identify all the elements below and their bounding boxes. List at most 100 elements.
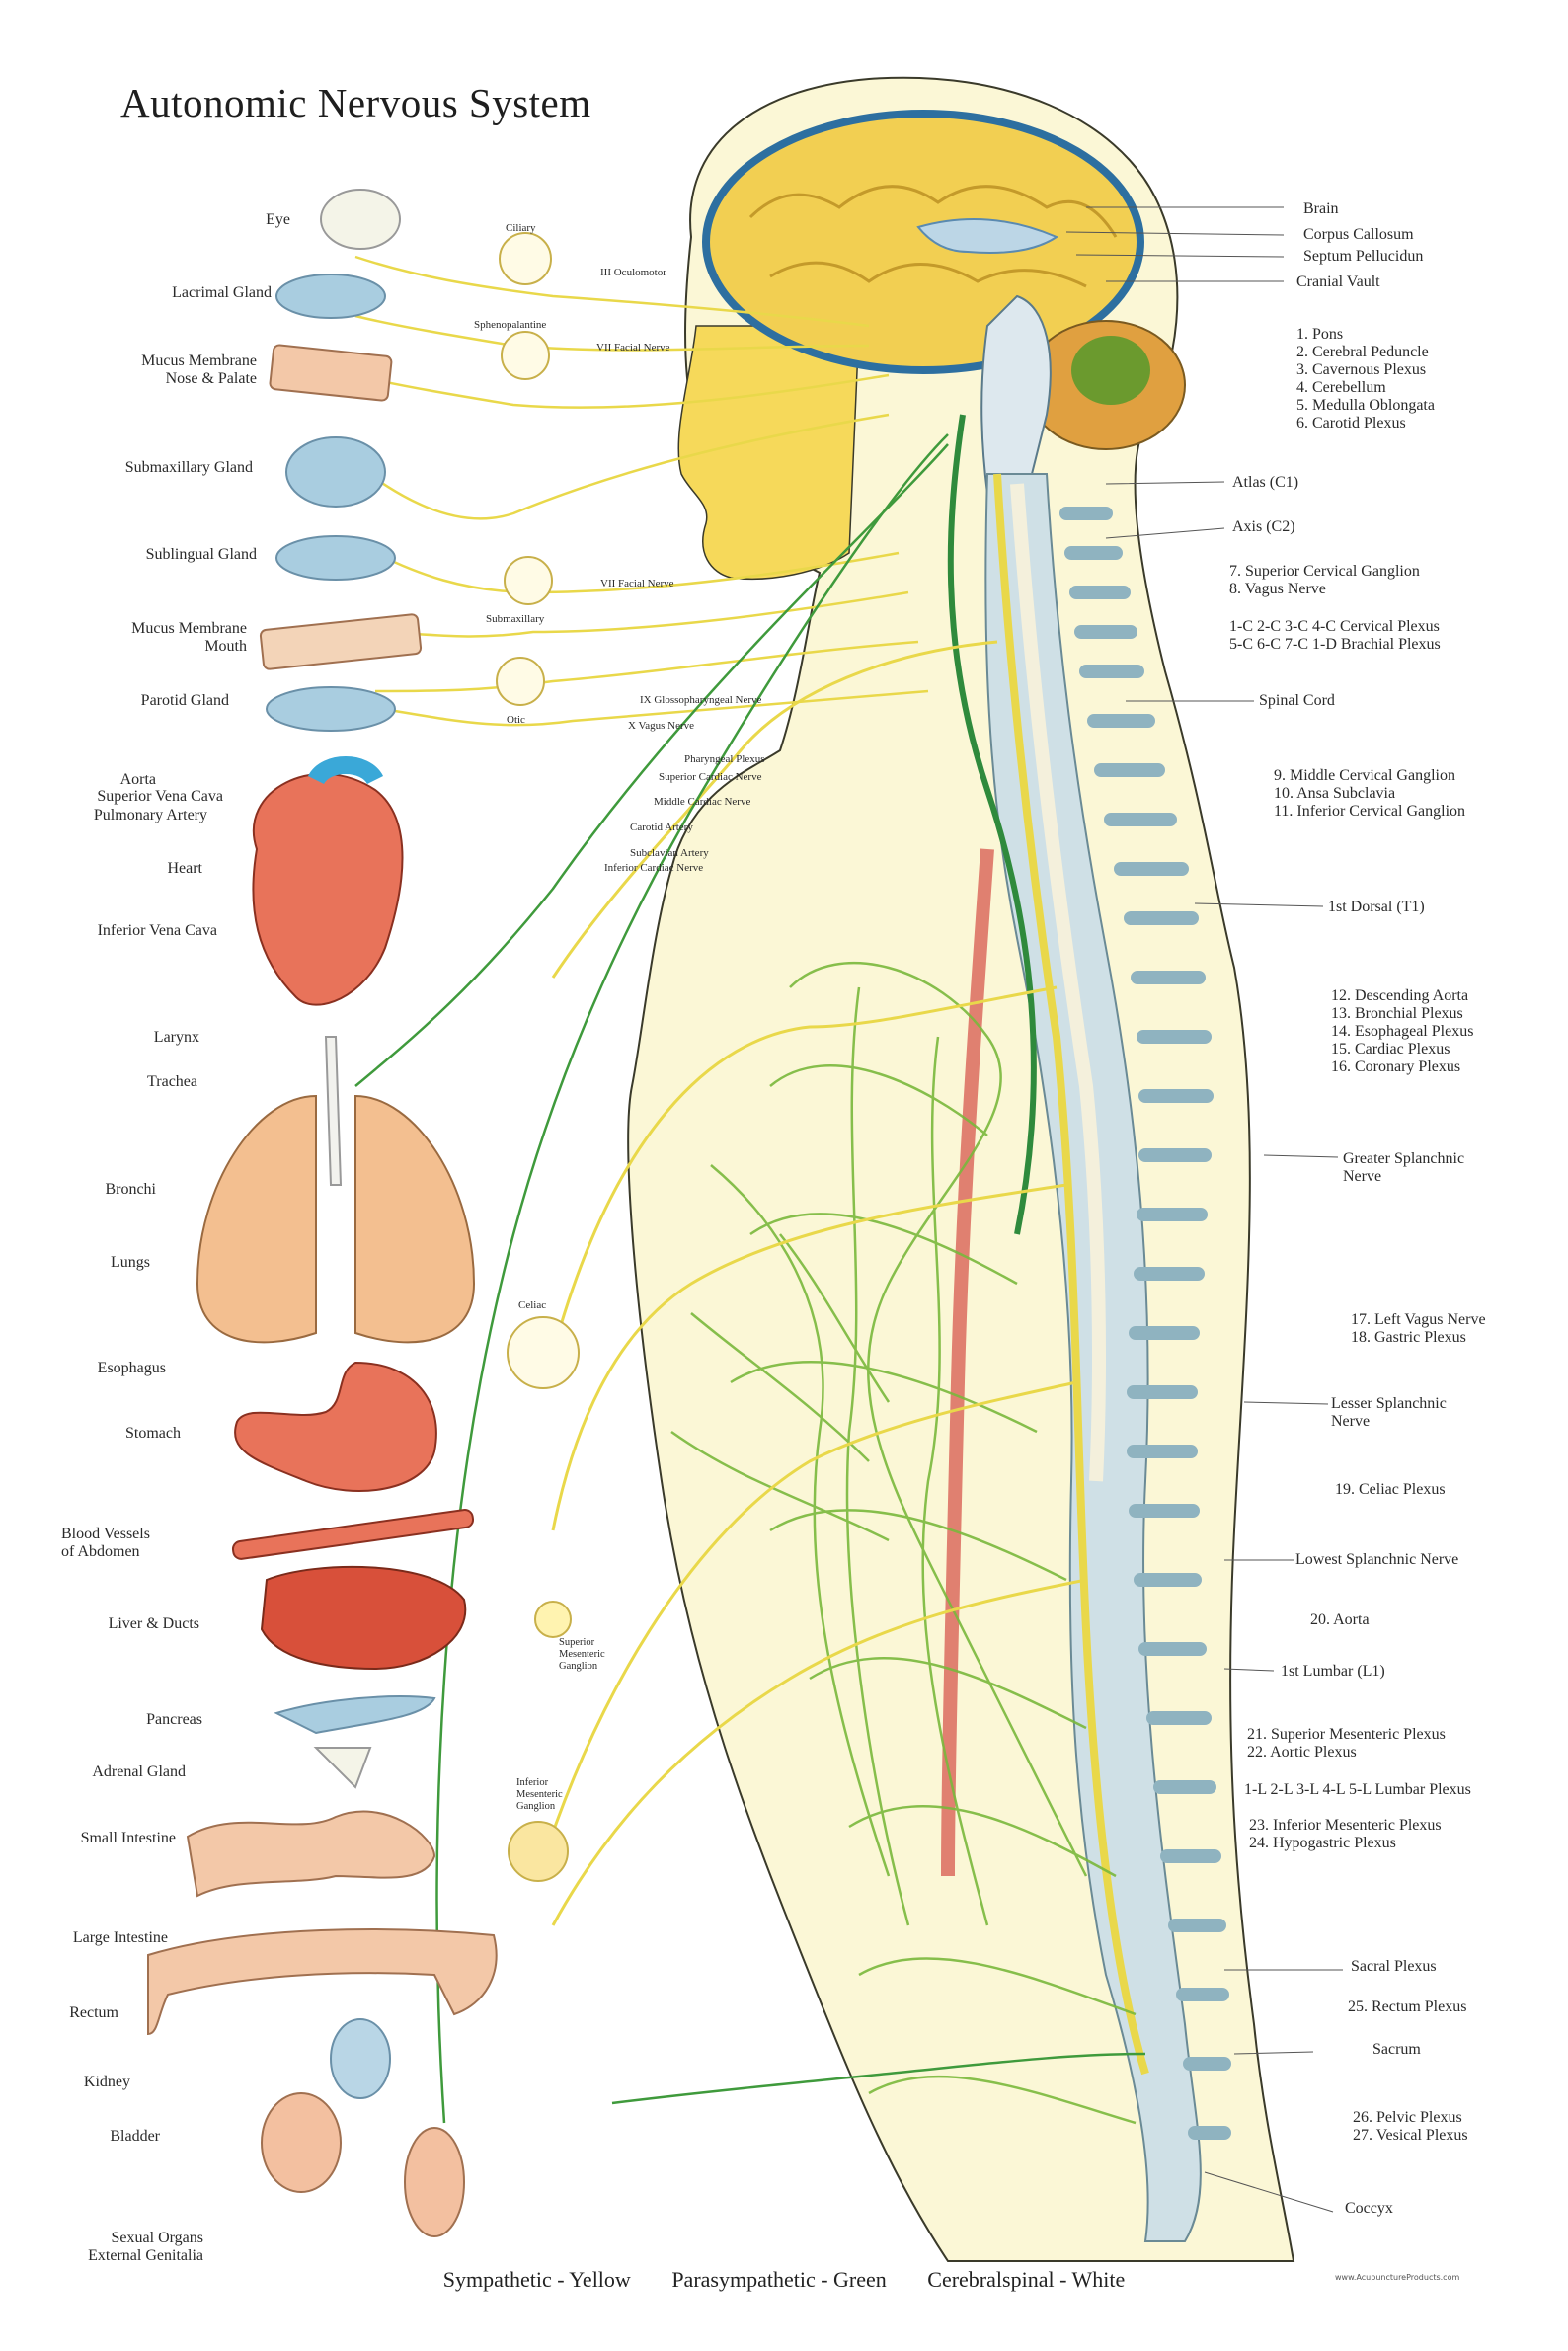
label-axis: Axis (C2) <box>1232 518 1295 535</box>
label-aorta-20: 20. Aorta <box>1310 1611 1370 1628</box>
label-sacrum: Sacrum <box>1372 2041 1421 2058</box>
vagus-nerve <box>947 414 1037 1235</box>
label-mid-cardiac: Middle Cardiac Nerve <box>654 796 751 808</box>
legend-sympathetic: Sympathetic - Yellow <box>442 2267 631 2292</box>
label-mucus-mouth: Mucus Membrane Mouth <box>131 620 247 655</box>
parotid-gland-shape <box>266 686 396 732</box>
trachea-shape <box>324 1036 343 1186</box>
corpus-callosum <box>916 218 1059 254</box>
label-celiac: Celiac <box>518 1299 547 1311</box>
label-carotid-artery: Carotid Artery <box>630 822 693 833</box>
celiac-ganglion-shape <box>507 1316 580 1389</box>
label-list-23-24: 23. Inferior Mesenteric Plexus 24. Hypog… <box>1249 1817 1442 1851</box>
label-sphenopalatine: Sphenopalantine <box>474 319 547 331</box>
sexual-organ-shape <box>404 2127 465 2237</box>
label-sup-cardiac: Superior Cardiac Nerve <box>659 771 762 783</box>
label-coccyx: Coccyx <box>1345 2200 1393 2217</box>
label-list-21-22: 21. Superior Mesenteric Plexus 22. Aorti… <box>1247 1726 1446 1761</box>
label-ciliary: Ciliary <box>506 222 536 234</box>
mouth-mucosa-shape <box>259 613 423 670</box>
label-list-1-6: 1. Pons 2. Cerebral Peduncle 3. Cavernou… <box>1296 326 1435 431</box>
label-submaxillary-ganglion: Submaxillary <box>486 613 545 625</box>
lacrimal-gland-shape <box>275 274 386 319</box>
label-rectum-plexus: 25. Rectum Plexus <box>1348 1998 1467 2015</box>
label-pharyngeal: Pharyngeal Plexus <box>684 753 765 765</box>
label-subclavian: Subclavian Artery <box>630 847 709 859</box>
submaxillary-ganglion-shape <box>504 556 553 605</box>
submaxillary-gland-shape <box>285 436 386 508</box>
stomach-shape <box>234 1361 437 1492</box>
color-legend: Sympathetic - Yellow Parasympathetic - G… <box>0 2267 1568 2293</box>
label-pulmonary-artery: Pulmonary Artery <box>93 807 207 823</box>
label-septum: Septum Pellucidun <box>1303 248 1424 265</box>
label-corpus-callosum: Corpus Callosum <box>1303 226 1414 243</box>
label-list-9-11: 9. Middle Cervical Ganglion 10. Ansa Sub… <box>1274 767 1466 820</box>
label-inf-mesenteric: Inferior Mesenteric Ganglion <box>516 1777 563 1812</box>
label-oculomotor: III Oculomotor <box>600 267 666 278</box>
nose-mucosa-shape <box>269 344 393 402</box>
legend-parasympathetic: Parasympathetic - Green <box>671 2267 887 2292</box>
label-eye: Eye <box>266 211 290 228</box>
credit-text: www.AcupunctureProducts.com <box>1335 2273 1460 2282</box>
inf-mesenteric-ganglion-shape <box>508 1821 569 1882</box>
liver-shape <box>260 1565 467 1671</box>
label-facial-lower: VII Facial Nerve <box>600 578 674 589</box>
label-t1: 1st Dorsal (T1) <box>1328 899 1425 915</box>
label-list-7-8: 7. Superior Cervical Ganglion 8. Vagus N… <box>1229 563 1420 597</box>
sup-mesenteric-ganglion-shape <box>534 1601 572 1638</box>
label-brain: Brain <box>1303 200 1339 217</box>
legend-cerebrospinal: Cerebralspinal - White <box>927 2267 1126 2292</box>
bladder-shape <box>261 2092 342 2193</box>
label-lowest-splanchnic: Lowest Splanchnic Nerve <box>1295 1551 1459 1568</box>
label-adrenal: Adrenal Gland <box>92 1763 186 1780</box>
label-stomach: Stomach <box>125 1425 181 1442</box>
label-large-intestine: Large Intestine <box>72 1929 168 1946</box>
lungs-shape <box>196 1094 476 1344</box>
sphenopalatine-ganglion-shape <box>501 331 550 380</box>
label-rectum: Rectum <box>69 2004 118 2021</box>
label-parotid: Parotid Gland <box>140 692 229 709</box>
label-pancreas: Pancreas <box>146 1711 202 1728</box>
label-mucus-nose: Mucus Membrane Nose & Palate <box>141 353 257 387</box>
label-sexual-organs: Sexual Organs External Genitalia <box>88 2230 203 2264</box>
label-otic: Otic <box>507 714 525 726</box>
label-ivc: Inferior Vena Cava <box>97 922 217 939</box>
aorta-vessel <box>941 848 994 1877</box>
heart-shape <box>252 772 404 1006</box>
label-aorta: Aorta <box>119 771 156 788</box>
label-cranial-vault: Cranial Vault <box>1296 274 1380 290</box>
label-lungs: Lungs <box>111 1254 150 1271</box>
label-inf-cardiac: Inferior Cardiac Nerve <box>604 862 704 874</box>
label-liver: Liver & Ducts <box>108 1615 199 1632</box>
label-trachea: Trachea <box>147 1073 197 1090</box>
label-vagus: X Vagus Nerve <box>628 720 695 732</box>
label-lesser-splanchnic: Lesser Splanchnic Nerve <box>1331 1395 1447 1430</box>
ciliary-ganglion-shape <box>499 232 552 285</box>
label-small-intestine: Small Intestine <box>80 1830 176 1846</box>
otic-ganglion-shape <box>496 657 545 706</box>
label-blood-vessels: Blood Vessels of Abdomen <box>61 1526 150 1560</box>
face-region <box>677 325 860 581</box>
label-sup-mesenteric: Superior Mesenteric Ganglion <box>559 1637 605 1672</box>
label-svc: Superior Vena Cava <box>97 788 223 805</box>
label-facial-upper: VII Facial Nerve <box>596 342 670 353</box>
label-cervical-plexus: 1-C 2-C 3-C 4-C Cervical Plexus 5-C 6-C … <box>1229 618 1441 653</box>
label-list-26-27: 26. Pelvic Plexus 27. Vesical Plexus <box>1353 2109 1468 2144</box>
label-kidney: Kidney <box>83 2074 130 2090</box>
label-heart: Heart <box>167 860 202 877</box>
label-submaxillary-gland: Submaxillary Gland <box>124 459 253 476</box>
label-esophagus: Esophagus <box>97 1360 166 1376</box>
label-bladder: Bladder <box>110 2128 160 2145</box>
label-l1: 1st Lumbar (L1) <box>1281 1663 1385 1680</box>
large-intestine-shape <box>147 1928 498 2036</box>
label-celiac-plexus: 19. Celiac Plexus <box>1335 1481 1446 1498</box>
label-list-12-16: 12. Descending Aorta 13. Bronchial Plexu… <box>1331 987 1474 1075</box>
vessel-shape <box>231 1509 475 1560</box>
eye-shape <box>320 189 401 250</box>
sublingual-gland-shape <box>275 535 396 581</box>
label-sacral-plexus: Sacral Plexus <box>1351 1958 1437 1975</box>
label-lacrimal: Lacrimal Gland <box>172 284 272 301</box>
label-glossopharyngeal: IX Glossopharyngeal Nerve <box>640 694 762 706</box>
